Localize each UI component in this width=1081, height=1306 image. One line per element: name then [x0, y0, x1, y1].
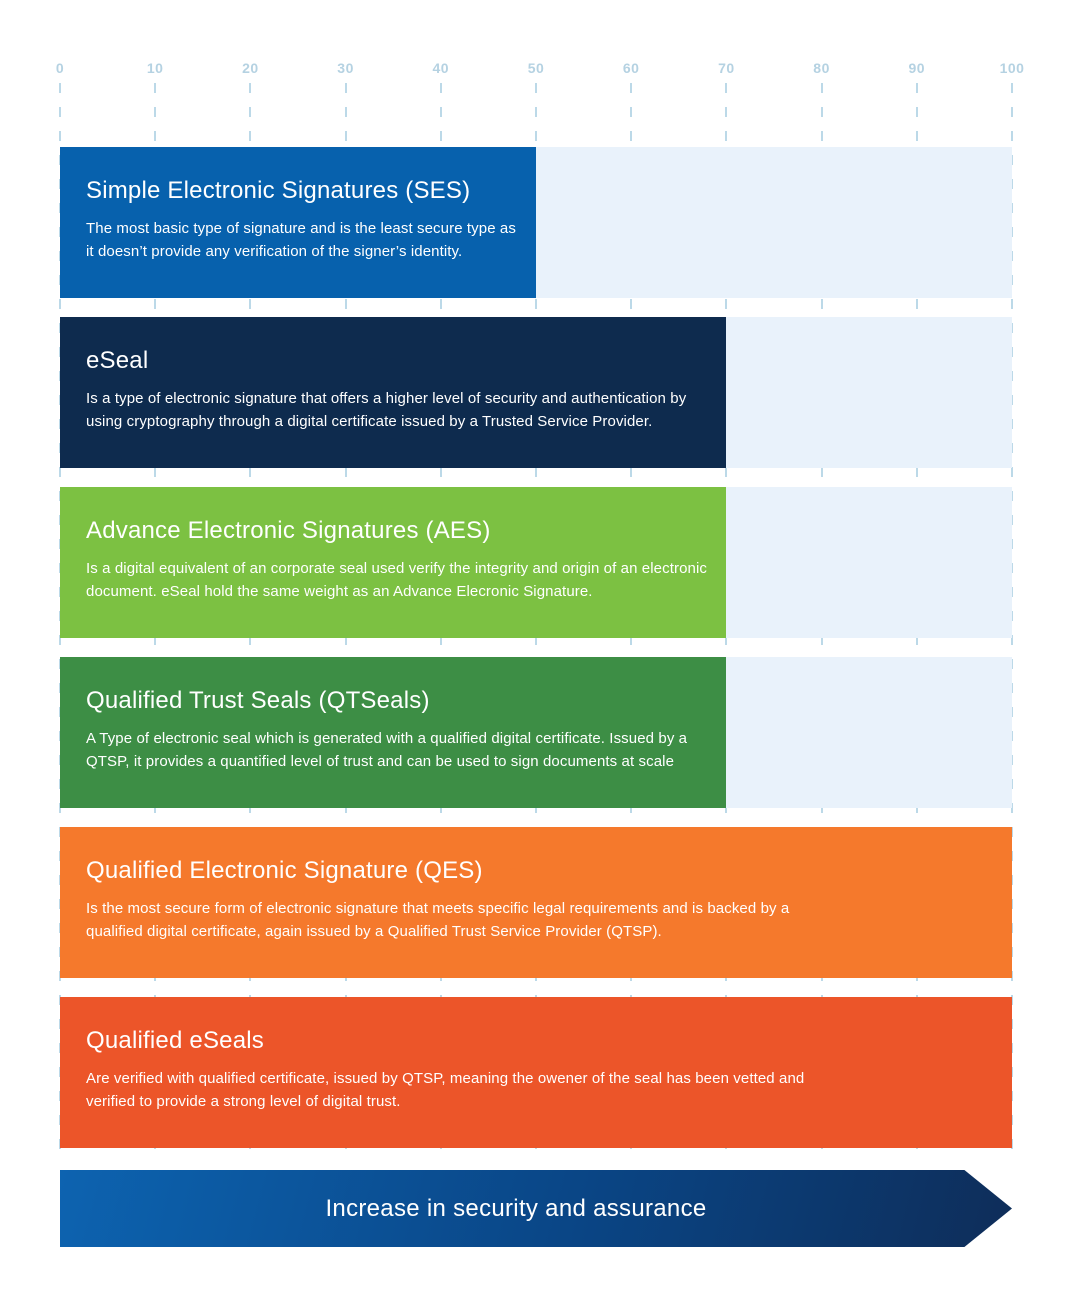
axis-tick-label: 50 [527, 60, 545, 76]
bar-row: Advance Electronic Signatures (AES) Is a… [60, 487, 1012, 638]
bar-row: eSeal Is a type of electronic signature … [60, 317, 1012, 468]
bar-segment: Qualified Trust Seals (QTSeals) A Type o… [60, 657, 727, 808]
bar-title: eSeal [86, 347, 149, 374]
axis-tick-label: 60 [622, 60, 640, 76]
bar-row: Qualified eSeals Are verified with quali… [60, 997, 1012, 1148]
bar-description: A Type of electronic seal which is gener… [86, 730, 688, 770]
bar-row: Qualified Electronic Signature (QES) Is … [60, 827, 1012, 978]
security-arrow-banner: Increase in security and assurance [60, 1170, 1012, 1247]
axis-tick-label: 10 [146, 60, 164, 76]
bar-description: Is a type of electronic signature that o… [86, 390, 687, 430]
axis-tick-label: 0 [55, 60, 65, 76]
axis-tick-label: 100 [999, 60, 1025, 76]
bar-segment: Qualified Electronic Signature (QES) Is … [60, 827, 1012, 978]
bar-title: Qualified eSeals [86, 1027, 264, 1054]
bar-title: Qualified Trust Seals (QTSeals) [86, 687, 430, 714]
bar-segment: Advance Electronic Signatures (AES) Is a… [60, 487, 727, 638]
bar-title: Qualified Electronic Signature (QES) [86, 857, 483, 884]
bar-row: Qualified Trust Seals (QTSeals) A Type o… [60, 657, 1012, 808]
bar-segment: eSeal Is a type of electronic signature … [60, 317, 727, 468]
gridline [1011, 83, 1013, 1149]
bar-title: Simple Electronic Signatures (SES) [86, 177, 471, 204]
bar-description: Is a digital equivalent of an corporate … [86, 560, 707, 600]
axis-tick-label: 90 [908, 60, 926, 76]
axis-tick-label: 20 [242, 60, 259, 76]
bar-description: Is the most secure form of electronic si… [86, 900, 790, 940]
axis-tick-label: 80 [813, 60, 830, 76]
bar-row: Simple Electronic Signatures (SES) The m… [60, 147, 1012, 298]
axis-tick-label: 40 [432, 60, 450, 76]
bar-description: The most basic type of signature and is … [86, 220, 516, 260]
bar-title: Advance Electronic Signatures (AES) [86, 517, 491, 544]
bar-description: Are verified with qualified certificate,… [86, 1070, 805, 1110]
axis-tick-label: 70 [718, 60, 735, 76]
bar-segment: Qualified eSeals Are verified with quali… [60, 997, 1012, 1148]
arrow-label: Increase in security and assurance [325, 1194, 707, 1222]
bar-segment: Simple Electronic Signatures (SES) The m… [60, 147, 536, 298]
axis-tick-label: 30 [337, 60, 354, 76]
